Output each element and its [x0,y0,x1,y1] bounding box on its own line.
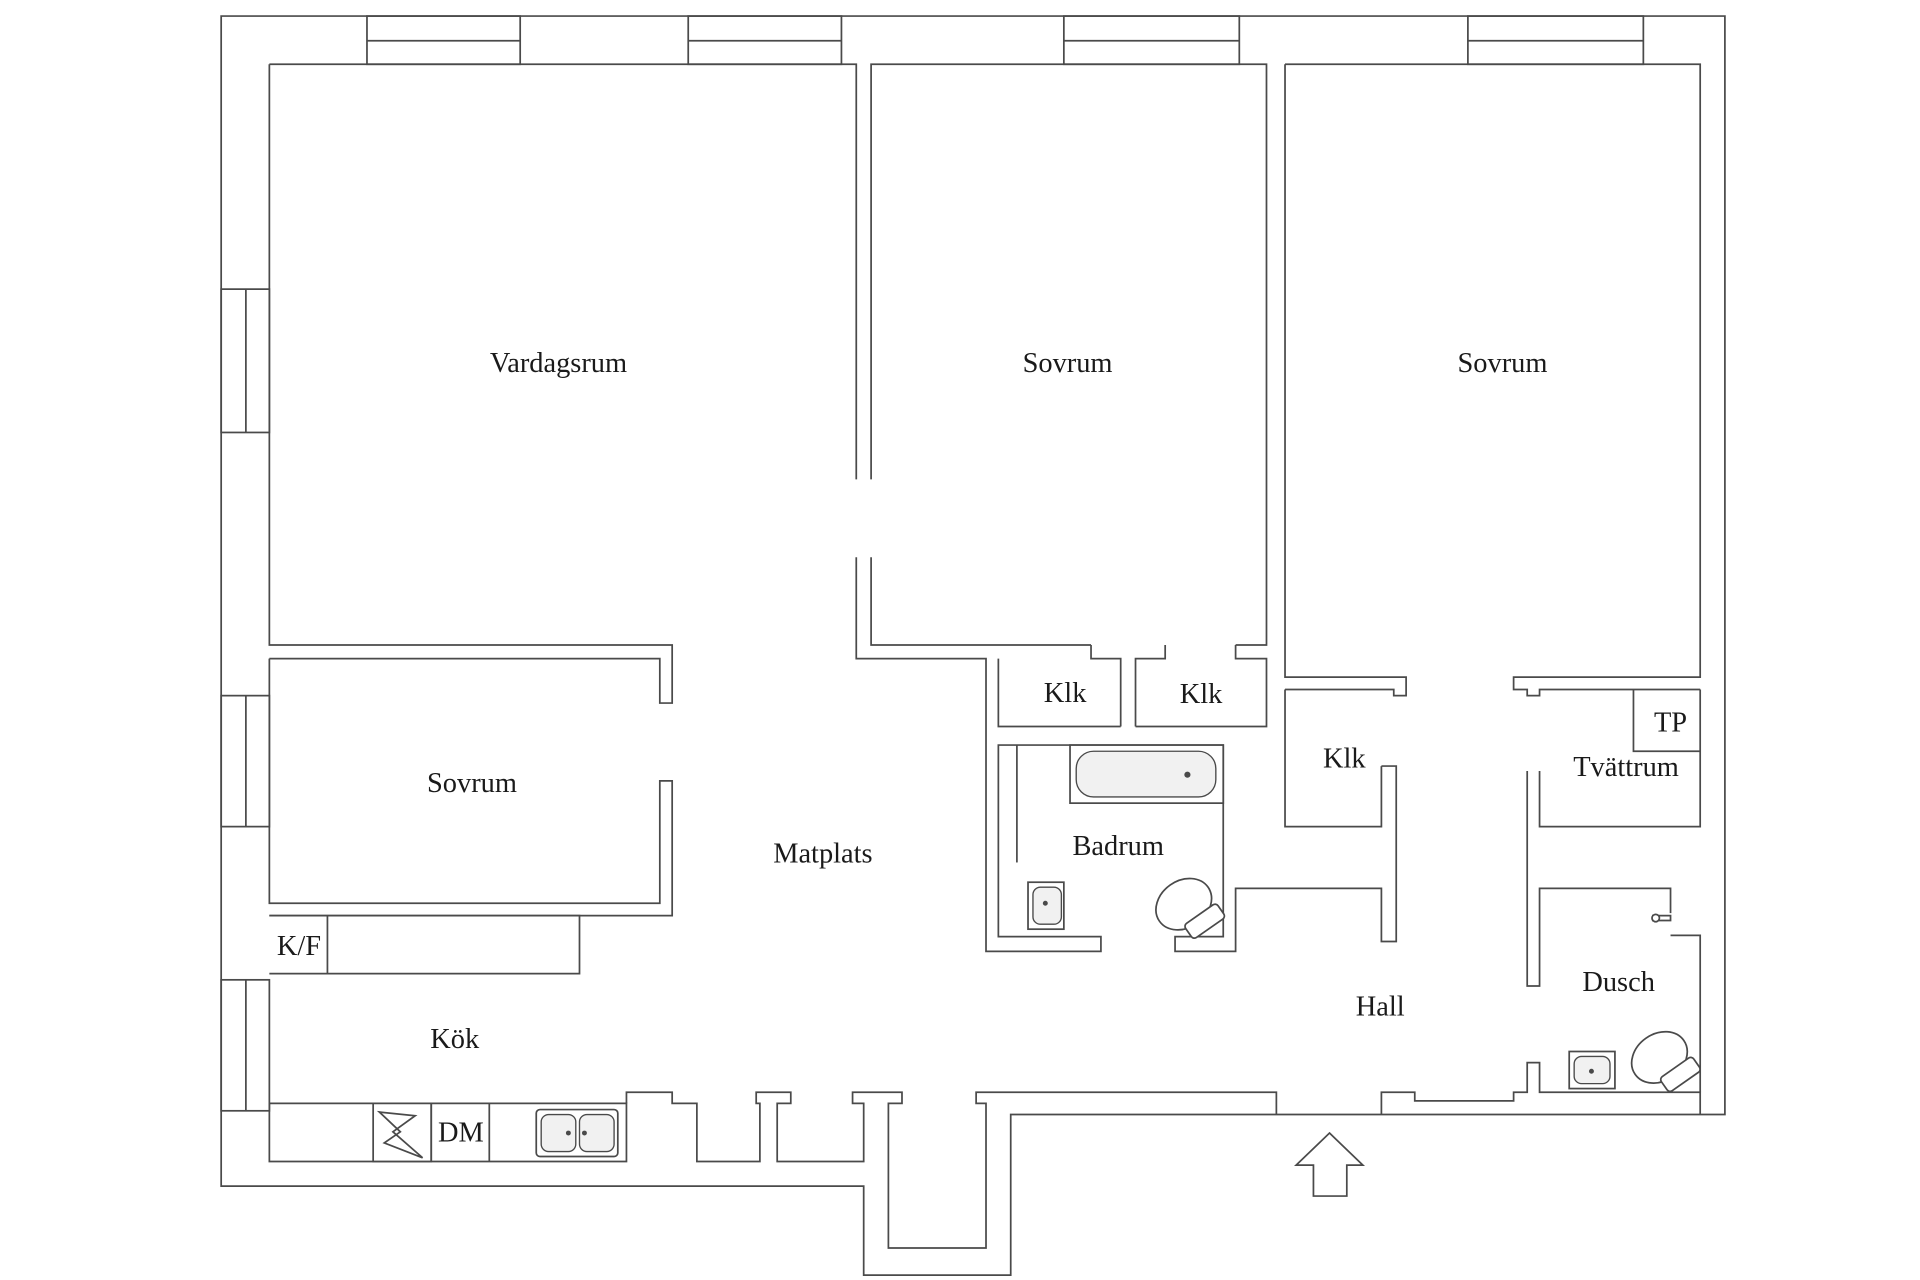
window-top-1 [366,15,522,66]
room-label-hall: Hall [1356,992,1405,1023]
room-label-dm: DM [438,1118,484,1149]
bathtub-icon [1069,744,1225,805]
room-label-sovrum-middle: Sovrum [1023,348,1113,379]
stove-icon [372,1102,491,1163]
window-left-1 [220,288,271,434]
room-label-sovrum-right: Sovrum [1458,348,1548,379]
toilet-icon [1630,1030,1701,1093]
shower-icon [1651,913,1672,923]
window-top-2 [687,15,843,66]
room-label-vardagsrum: Vardagsrum [490,348,627,379]
window-left-2 [220,694,271,828]
inner-walls [268,63,1702,1249]
room-label-kf: K/F [277,931,321,962]
room-label-sovrum-left: Sovrum [427,768,517,799]
room-label-tvattrum: Tvättrum [1573,752,1679,783]
sink-icon [1568,1050,1616,1090]
room-label-tp: TP [1654,707,1687,738]
outer-wall [220,15,1726,1277]
sink-icon [1027,881,1065,931]
room-label-klk-1: Klk [1044,678,1087,709]
window-top-4 [1467,15,1645,66]
window-top-3 [1062,15,1241,66]
kitchen-sink-icon [535,1108,619,1158]
toilet-icon [1155,877,1226,940]
room-label-kok: Kök [430,1024,480,1055]
room-label-dusch: Dusch [1582,967,1655,998]
room-label-klk-3: Klk [1323,743,1366,774]
window-left-3 [220,978,271,1112]
room-label-matplats: Matplats [773,838,872,869]
room-label-badrum: Badrum [1072,831,1164,862]
room-label-klk-2: Klk [1180,679,1223,710]
entrance-arrow-icon [1293,1131,1366,1197]
